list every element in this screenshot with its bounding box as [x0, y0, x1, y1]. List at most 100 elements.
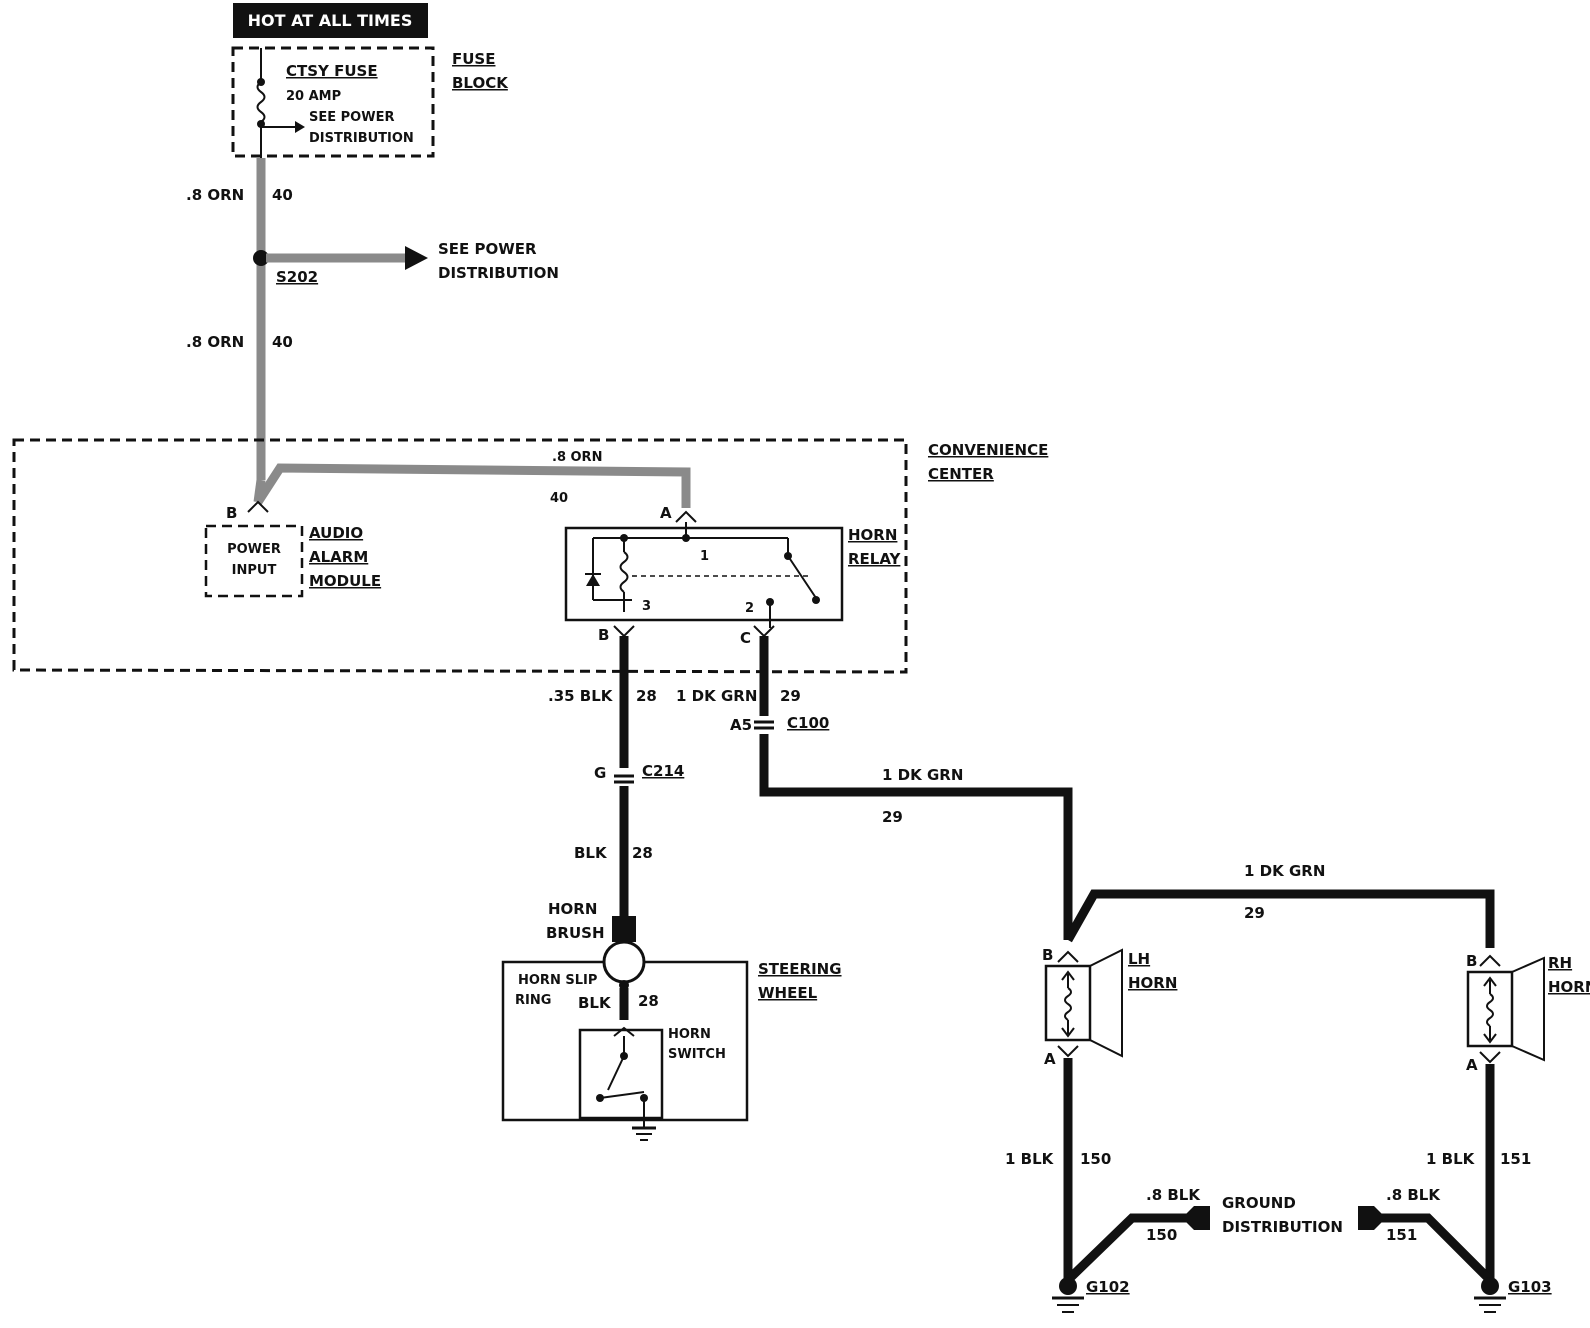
module-name-audio: AUDIO: [309, 524, 363, 542]
module-pin-b: B: [226, 504, 237, 522]
ground-wires: 1 BLK 150 1 BLK 151 .8 BLK 150 .8 BLK 15…: [1005, 1058, 1531, 1284]
fuse-icon: [256, 81, 266, 123]
ground-distribution-label-2: DISTRIBUTION: [1222, 1218, 1343, 1236]
rh-horn-pin-b: B: [1466, 952, 1477, 970]
horn-coil-icon: [1064, 987, 1072, 1021]
wire-dkgrn-b-gauge: 1 DK GRN: [882, 766, 963, 784]
ground-connector-icon: [1182, 1206, 1210, 1230]
module-power: POWER: [227, 542, 281, 557]
steering-wire-gauge: BLK: [578, 994, 612, 1012]
splice-see-power: SEE POWER: [438, 240, 537, 258]
steering-wheel-label-1: STEERING: [758, 960, 842, 978]
connector-icon: [613, 625, 635, 638]
relay-name-horn: HORN: [848, 526, 897, 544]
connector-icon: [1057, 1045, 1079, 1058]
lh-horn-pin-b: B: [1042, 946, 1053, 964]
rh-horn-name-2: HORN: [1548, 978, 1590, 996]
horn-slip-label-1: HORN SLIP: [518, 973, 597, 988]
relay-terminal-2: 2: [745, 601, 754, 616]
splice-s202: S202 SEE POWER DISTRIBUTION: [253, 240, 559, 286]
horn-switch-label-1: HORN: [668, 1027, 711, 1042]
module-name-alarm: ALARM: [309, 548, 368, 566]
cc-wire-circuit: 40: [550, 491, 568, 506]
gnd-right-gauge: .8 BLK: [1386, 1186, 1441, 1204]
ground-icon: [1052, 1296, 1084, 1313]
module-input: INPUT: [232, 563, 277, 578]
g103-label: G103: [1508, 1278, 1552, 1296]
cc-wire-gauge: .8 ORN: [552, 450, 602, 465]
connector-icon: [675, 510, 697, 523]
c100-pin: A5: [730, 716, 752, 734]
wire-orn-40: .8 ORN 40 .8 ORN 40: [186, 158, 691, 508]
ground-connector-icon: [1358, 1206, 1386, 1230]
horn-slip-label-2: RING: [515, 993, 551, 1008]
gnd-left-gauge: .8 BLK: [1146, 1186, 1201, 1204]
wire-top-gauge: .8 ORN: [186, 186, 244, 204]
wire-dkgrn-c-gauge: 1 DK GRN: [1244, 862, 1325, 880]
c214-name: C214: [642, 762, 684, 780]
fuse-rating: 20 AMP: [286, 89, 341, 104]
horn-coil-icon: [1486, 993, 1494, 1027]
wire-blk-gauge: BLK: [574, 844, 608, 862]
horn-brush-label-2: BRUSH: [546, 924, 605, 942]
connector-icon: [1479, 1051, 1501, 1064]
fuse-name: CTSY FUSE: [286, 62, 378, 80]
convenience-center-label-2: CENTER: [928, 465, 994, 483]
rh-horn-name-1: RH: [1548, 954, 1572, 972]
connector-icon: [613, 1026, 635, 1037]
wire-mid-circuit: 40: [272, 333, 293, 351]
relay-coil-icon: [619, 551, 629, 593]
hot-at-all-times-banner: HOT AT ALL TIMES: [233, 3, 428, 38]
relay-terminal-3: 3: [642, 599, 651, 614]
wire-35blk-gauge: .35 BLK: [548, 687, 614, 705]
steering-wheel: HORN BRUSH HORN SLIP RING BLK 28 HORN SW…: [501, 900, 842, 1141]
diode-icon: [586, 574, 600, 586]
relay-pin-b: B: [598, 626, 609, 644]
horn-bell-icon: [1511, 956, 1545, 1062]
ground-g103: G103: [1474, 1277, 1552, 1313]
convenience-center-label-1: CONVENIENCE: [928, 441, 1048, 459]
fuse-block: CTSY FUSE 20 AMP SEE POWER DISTRIBUTION …: [231, 46, 509, 158]
banner-text: HOT AT ALL TIMES: [248, 11, 413, 30]
wire-rh-gnd-gauge: 1 BLK: [1426, 1150, 1476, 1168]
wire-rh-gnd-circuit: 151: [1500, 1150, 1531, 1168]
wire-lh-gnd-gauge: 1 BLK: [1005, 1150, 1055, 1168]
steering-wire-circuit: 28: [638, 992, 659, 1010]
wire-lh-gnd-circuit: 150: [1080, 1150, 1111, 1168]
connector-icon: [247, 500, 269, 513]
horn-brush-label-1: HORN: [548, 900, 597, 918]
arrow-icon: [295, 121, 305, 133]
lh-horn-name-2: HORN: [1128, 974, 1177, 992]
relay-terminal-1: 1: [700, 549, 709, 564]
relay-name-relay: RELAY: [848, 550, 902, 568]
gnd-left-circuit: 150: [1146, 1226, 1177, 1244]
steering-wheel-label-2: WHEEL: [758, 984, 818, 1002]
rh-horn-pin-a: A: [1466, 1056, 1478, 1074]
fuse-block-label-1: FUSE: [452, 50, 495, 68]
wire-35blk-circuit: 28: [636, 687, 657, 705]
c214-pin: G: [594, 764, 606, 782]
lh-horn-pin-a: A: [1044, 1050, 1056, 1068]
ground-icon: [1474, 1296, 1506, 1313]
module-name-module: MODULE: [309, 572, 381, 590]
relay-pin-a: A: [660, 504, 672, 522]
wire-dkgrn-29: 1 DK GRN 29 A5 C100 1 DK GRN 29 1 DK GRN…: [676, 636, 1495, 948]
lh-horn-name-1: LH: [1128, 950, 1150, 968]
fuse-see-distribution: DISTRIBUTION: [309, 131, 414, 146]
splice-name: S202: [276, 268, 318, 286]
splice-see-distribution: DISTRIBUTION: [438, 264, 559, 282]
relay-pin-c: C: [740, 629, 751, 647]
g102-label: G102: [1086, 1278, 1130, 1296]
horn-slip-ring: [602, 940, 646, 984]
connector-icon: [1057, 950, 1079, 963]
wire-top-circuit: 40: [272, 186, 293, 204]
horn-switch-label-2: SWITCH: [668, 1047, 726, 1062]
wire-dkgrn-a-circuit: 29: [780, 687, 801, 705]
fuse-see-power: SEE POWER: [309, 110, 394, 125]
lh-horn: B A LH HORN: [1042, 946, 1177, 1068]
wire-blk-circuit: 28: [632, 844, 653, 862]
fuse-block-label-2: BLOCK: [452, 74, 509, 92]
horn-brush-block: [612, 916, 636, 942]
c100-name: C100: [787, 714, 829, 732]
